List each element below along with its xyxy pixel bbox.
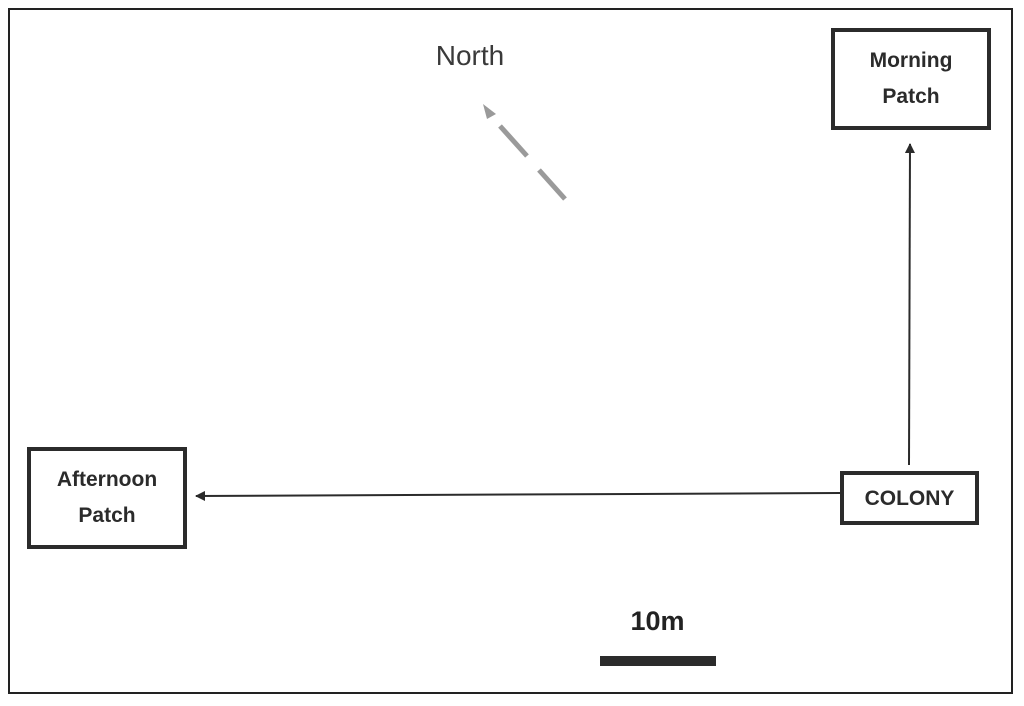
arrow-colony-to-afternoon-patch <box>195 490 841 501</box>
morning-patch-label: Morning Patch <box>869 49 953 108</box>
afternoon-patch-label: Afternoon Patch <box>56 468 158 527</box>
colony-label: COLONY <box>864 486 955 510</box>
morning-patch-box: Morning Patch <box>831 28 991 130</box>
colony-box: COLONY <box>840 471 979 525</box>
north-label: North <box>435 40 505 71</box>
scale-label: 10m <box>630 606 685 636</box>
scale-bar <box>600 656 716 666</box>
north-arrow-icon <box>483 104 567 201</box>
afternoon-patch-box: Afternoon Patch <box>27 447 187 549</box>
arrow-colony-to-morning-patch <box>904 143 915 466</box>
diagram-frame <box>8 8 1013 694</box>
